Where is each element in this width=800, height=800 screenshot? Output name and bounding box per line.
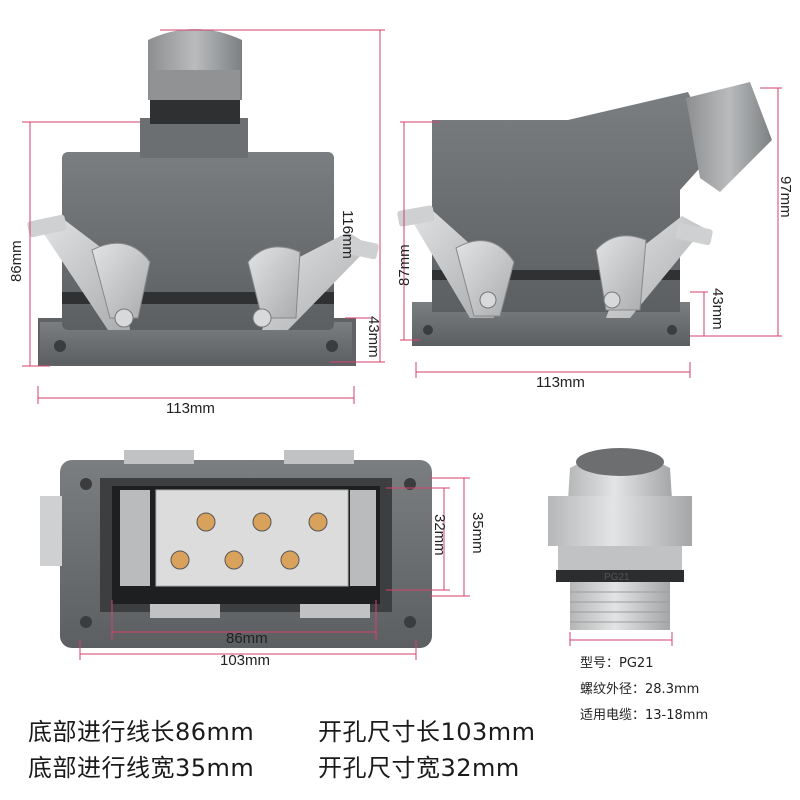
- spec-row-thread: 螺纹外径：28.3mm: [580, 678, 699, 697]
- dim-base-inner-width: 32mm: [431, 514, 448, 556]
- gland-marking: PG21: [604, 572, 630, 583]
- dim-side-width: 113mm: [536, 374, 585, 391]
- dim-front-total-height: 116mm: [339, 210, 356, 259]
- spec-label: 型号：: [580, 656, 620, 671]
- dim-side-body-height: 87mm: [396, 244, 413, 286]
- spec-value: 28.3mm: [645, 682, 700, 697]
- spec-label: 适用电缆：: [580, 708, 646, 723]
- dimension-lines-base: [79, 477, 470, 660]
- dim-front-body-height: 86mm: [8, 240, 25, 282]
- spec-row-cable: 适用电缆：13-18mm: [580, 704, 708, 723]
- spec-label: 螺纹外径：: [580, 682, 646, 697]
- caption-cutout-length: 开孔尺寸长103mm: [318, 718, 536, 746]
- hood-side-view: [397, 82, 772, 346]
- dim-side-total-height: 97mm: [777, 176, 794, 218]
- dim-side-base-height: 43mm: [709, 288, 726, 330]
- dimension-lines-side: [400, 87, 782, 378]
- dimension-lines-front: [22, 29, 385, 404]
- dim-front-base-height: 43mm: [365, 316, 382, 358]
- dim-base-outer-width: 35mm: [469, 512, 486, 554]
- dimension-lines-gland: [569, 632, 673, 646]
- cable-gland: [548, 448, 692, 630]
- spec-row-model: 型号：PG21: [580, 652, 653, 671]
- spec-value: PG21: [619, 656, 654, 671]
- dim-base-inner-length: 86mm: [226, 630, 268, 647]
- caption-base-length: 底部进行线长86mm: [28, 718, 255, 746]
- housing-base-top-view: [40, 450, 432, 648]
- caption-base-width: 底部进行线宽35mm: [28, 754, 255, 782]
- hood-front-view: [27, 29, 379, 366]
- spec-value: 13-18mm: [645, 708, 709, 723]
- caption-cutout-width: 开孔尺寸宽32mm: [318, 754, 520, 782]
- dim-base-outer-length: 103mm: [220, 652, 271, 669]
- dim-front-width: 113mm: [166, 400, 215, 417]
